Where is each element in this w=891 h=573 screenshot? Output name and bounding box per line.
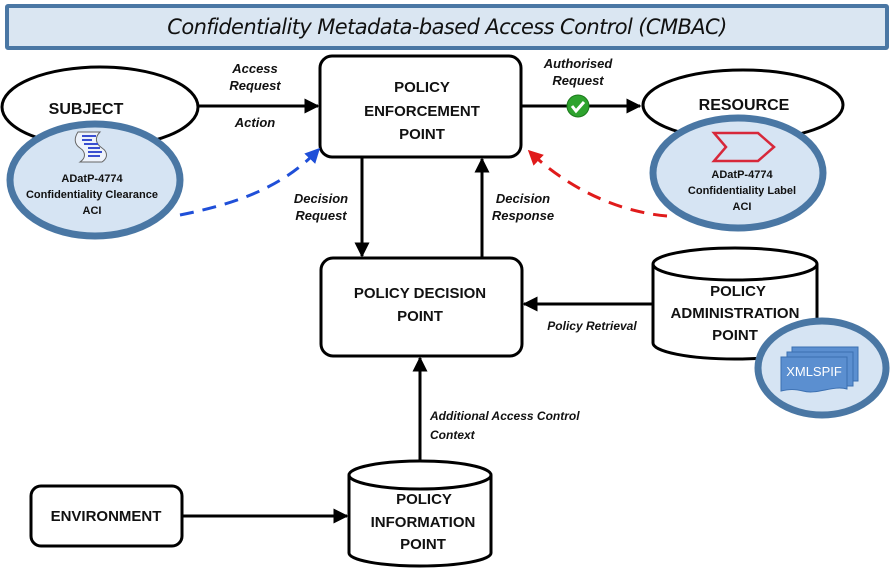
pap-label-1: POLICY — [710, 283, 766, 300]
label-tag-icon — [711, 131, 776, 163]
decision-request-label-1: Decision — [294, 191, 348, 206]
action-label: Action — [234, 115, 276, 130]
pip-label-2: INFORMATION — [371, 514, 476, 531]
checkmark-icon — [566, 94, 590, 118]
pdp-label-2: POINT — [397, 308, 443, 325]
policy-administration-point-node: POLICY ADMINISTRATION POINT — [651, 246, 819, 361]
clearance-line-1: ADatP-4774 — [61, 173, 123, 185]
diagram-title: Confidentiality Metadata-based Access Co… — [167, 15, 727, 39]
decision-response-label-2: Response — [492, 208, 554, 223]
additional-context-label-2: Context — [430, 428, 476, 442]
scroll-icon — [74, 131, 107, 163]
xmlspif-badge: XMLSPIF — [754, 317, 890, 419]
pip-label-1: POLICY — [396, 491, 452, 508]
pep-label-3: POINT — [399, 126, 445, 143]
pdp-label-1: POLICY DECISION — [354, 285, 486, 302]
decision-request-label-2: Request — [295, 208, 347, 223]
decision-response-label-1: Decision — [496, 191, 550, 206]
clearance-line-2: Confidentiality Clearance — [26, 189, 158, 201]
label-badge: ADatP-4774 Confidentiality Label ACI — [649, 114, 827, 232]
pip-label-3: POINT — [400, 536, 446, 553]
clearance-dashed-arrow — [179, 147, 321, 217]
authorised-request-label-1: Authorised — [543, 56, 614, 71]
documents-icon — [780, 346, 859, 393]
policy-enforcement-point-node: POLICY ENFORCEMENT POINT — [318, 54, 523, 159]
pep-label-1: POLICY — [394, 79, 450, 96]
access-request-label-1: Access — [231, 61, 278, 76]
label-line-2: Confidentiality Label — [688, 185, 796, 197]
pep-label-2: ENFORCEMENT — [364, 103, 480, 120]
label-dashed-arrow — [527, 149, 668, 218]
subject-label: SUBJECT — [49, 101, 124, 118]
pap-label-2: ADMINISTRATION — [671, 305, 800, 322]
resource-label: RESOURCE — [699, 97, 790, 114]
clearance-line-3: ACI — [83, 205, 102, 217]
xmlspif-label: XMLSPIF — [786, 364, 842, 379]
label-line-1: ADatP-4774 — [711, 169, 773, 181]
additional-context-label-1: Additional Access Control — [429, 409, 580, 423]
environment-label: ENVIRONMENT — [51, 508, 162, 525]
clearance-badge: ADatP-4774 Confidentiality Clearance ACI — [6, 120, 184, 240]
diagram-title-bar: Confidentiality Metadata-based Access Co… — [5, 4, 889, 50]
policy-information-point-node: POLICY INFORMATION POINT — [347, 459, 493, 568]
authorised-request-label-2: Request — [552, 73, 604, 88]
label-line-3: ACI — [733, 201, 752, 213]
access-request-label-2: Request — [229, 78, 281, 93]
policy-decision-point-node: POLICY DECISION POINT — [319, 256, 524, 358]
environment-node: ENVIRONMENT — [29, 484, 184, 548]
policy-retrieval-label: Policy Retrieval — [547, 319, 637, 333]
pap-label-3: POINT — [712, 327, 758, 344]
